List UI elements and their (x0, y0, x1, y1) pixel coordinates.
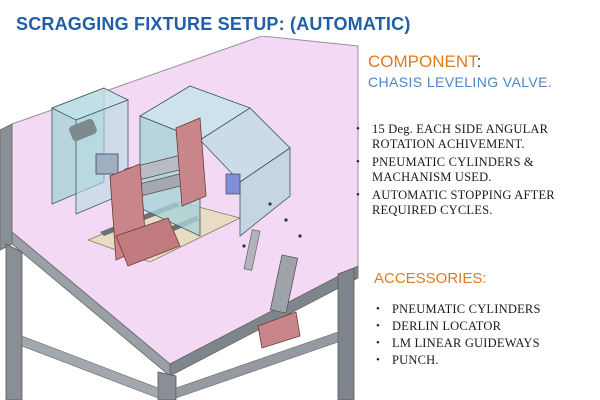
bolt-hole (268, 202, 272, 206)
bracket-rear (175, 117, 207, 207)
bracket-lower (257, 311, 301, 349)
table-leg-front-left (5, 243, 23, 400)
table-leg-right (337, 267, 355, 400)
accessories-heading: ACCESSORIES: (374, 270, 487, 287)
bracket-front-foot (115, 217, 181, 267)
component-heading-colon: : (476, 52, 482, 71)
table-frame-right (169, 265, 359, 377)
feature-list: 15 Deg. EACH SIDE ANGULAR ROTATION ACHIV… (356, 122, 596, 221)
slide-title: SCRAGGING FIXTURE SETUP: (AUTOMATIC) (16, 14, 411, 34)
accessory-item: LM LINEAR GUIDEWAYS (376, 336, 596, 351)
bolt-hole (242, 244, 246, 248)
valve-block (95, 153, 119, 175)
component-name: CHASIS LEVELING VALVE. (368, 74, 553, 90)
table-rail-lower (21, 335, 159, 399)
feature-item: AUTOMATIC STOPPING AFTER REQUIRED CYCLES… (356, 188, 596, 218)
bolt-hole (298, 234, 302, 238)
bolt-hole (284, 218, 288, 222)
component-heading: COMPONENT: (368, 52, 482, 71)
accessory-item: DERLIN LOCATOR (376, 319, 596, 334)
table-rail-lower-right (175, 331, 339, 399)
blue-actuator (225, 173, 241, 195)
table-frame-left (0, 123, 13, 251)
component-block: COMPONENT: CHASIS LEVELING VALVE. (368, 52, 552, 90)
feature-item: 15 Deg. EACH SIDE ANGULAR ROTATION ACHIV… (356, 122, 596, 152)
table-leg-front-mid (157, 371, 177, 400)
accessory-item: PNEUMATIC CYLINDERS (376, 302, 596, 317)
punch-rod (243, 229, 261, 271)
fixture-cad-render (0, 36, 359, 400)
feature-item: PNEUMATIC CYLINDERS & MACHANISM USED. (356, 155, 596, 185)
accessories-list: PNEUMATIC CYLINDERS DERLIN LOCATOR LM LI… (376, 302, 596, 370)
motor (69, 118, 97, 142)
accessory-item: PUNCH. (376, 353, 596, 368)
under-table-cylinder (269, 254, 299, 314)
guard-right-bottom (239, 147, 291, 237)
